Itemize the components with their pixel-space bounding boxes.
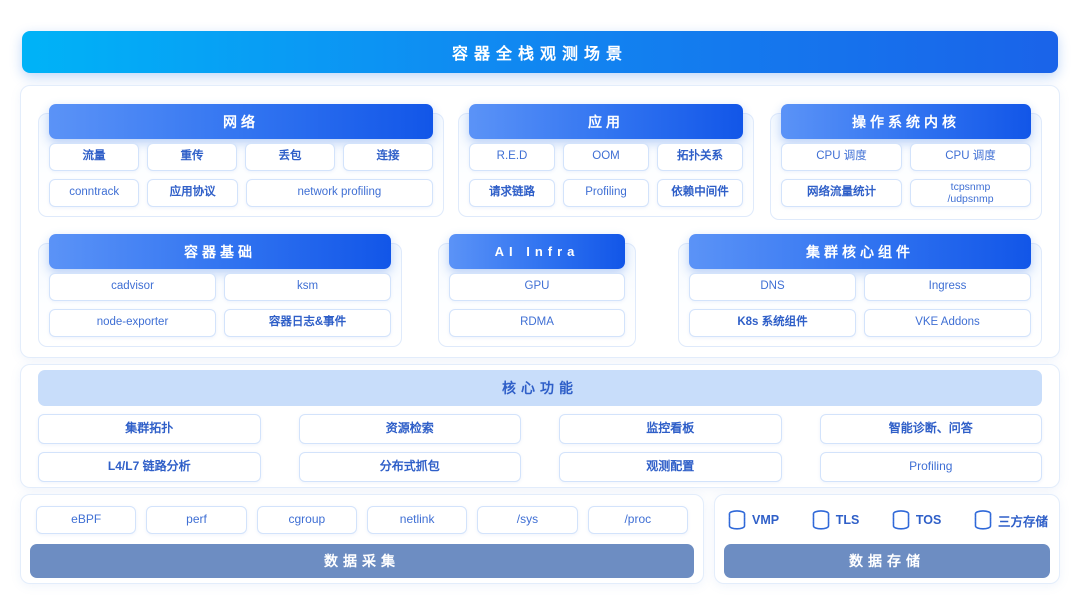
item-pill[interactable]: tcpsnmp /udpsnmp — [910, 179, 1031, 207]
item-pill[interactable]: 重传 — [147, 143, 237, 171]
item-pill[interactable]: 分布式抓包 — [298, 452, 521, 482]
storage-item-label: TLS — [835, 513, 860, 527]
item-pill[interactable]: VKE Addons — [864, 309, 1031, 337]
panel-body-os: CPU 调度 CPU 调度网络流量统计 tcpsnmp /udpsnmp — [781, 143, 1031, 207]
item-pill[interactable]: 观测配置 — [559, 452, 782, 482]
database-icon — [726, 509, 748, 531]
core-row: L4/L7 链路分析 分布式抓包 观测配置 Profiling — [38, 452, 1042, 482]
scene-title: 容器全栈观测场景 — [22, 31, 1058, 73]
collection-source-pill[interactable]: perf — [146, 506, 247, 534]
item-pill[interactable]: Profiling — [819, 452, 1042, 482]
collection-source-pill[interactable]: /proc — [587, 506, 688, 534]
data-collection-items: eBPF perf cgroup netlink/sys/proc — [36, 506, 688, 534]
item-pill[interactable]: DNS — [689, 273, 856, 301]
item-pill[interactable]: 网络流量统计 — [781, 179, 902, 207]
panel-row: node-exporter 容器日志&事件 — [49, 309, 391, 337]
core-row: 集群拓扑 资源检索 监控看板 智能诊断、问答 — [38, 414, 1042, 444]
item-pill[interactable]: 请求链路 — [469, 179, 555, 207]
data-storage-footer: 数据存储 — [724, 544, 1050, 578]
collection-source-pill[interactable]: /sys — [477, 506, 578, 534]
item-pill[interactable]: 连接 — [343, 143, 433, 171]
item-pill[interactable]: 资源检索 — [298, 414, 521, 444]
item-pill[interactable]: GPU — [449, 273, 625, 301]
storage-item[interactable]: 三方存储 — [972, 509, 1048, 531]
item-pill[interactable]: OOM — [563, 143, 649, 171]
panel-header-cluster: 集群核心组件 — [689, 234, 1031, 269]
panel-row: K8s 系统组件 VKE Addons — [689, 309, 1031, 337]
item-pill[interactable]: R.E.D — [469, 143, 555, 171]
item-pill[interactable]: 应用协议 — [147, 179, 238, 207]
panel-row: 请求链路 Profiling 依赖中间件 — [469, 179, 743, 207]
panel-header-app: 应用 — [469, 104, 743, 139]
item-pill[interactable]: 监控看板 — [559, 414, 782, 444]
data-collection-footer: 数据采集 — [30, 544, 694, 578]
item-pill[interactable]: conntrack — [49, 179, 140, 207]
item-pill[interactable]: cadvisor — [49, 273, 216, 301]
panel-header-os: 操作系统内核 — [781, 104, 1031, 139]
panel-row: R.E.D OOM 拓扑关系 — [469, 143, 743, 171]
item-pill[interactable]: 流量 — [49, 143, 139, 171]
panel-header-ai: AI Infra — [449, 234, 625, 269]
storage-item-label: VMP — [752, 513, 780, 527]
collection-source-pill[interactable]: eBPF — [36, 506, 137, 534]
collection-source-pill[interactable]: cgroup — [256, 506, 357, 534]
item-pill[interactable]: Ingress — [864, 273, 1031, 301]
item-pill[interactable]: CPU 调度 — [910, 143, 1031, 171]
panel-body-ai: GPU RDMA — [449, 273, 625, 337]
item-pill[interactable]: 容器日志&事件 — [224, 309, 391, 337]
collection-source-pill[interactable]: netlink — [366, 506, 468, 534]
panel-row: RDMA — [449, 309, 625, 337]
panel-os-kernel: 操作系统内核 CPU 调度 CPU 调度网络流量统计 tcpsnmp /udpsnmp — [770, 104, 1042, 220]
panel-row: DNS Ingress — [689, 273, 1031, 301]
item-pill[interactable]: 智能诊断、问答 — [819, 414, 1042, 444]
item-pill[interactable]: K8s 系统组件 — [689, 309, 856, 337]
item-pill[interactable]: 丢包 — [245, 143, 335, 171]
database-icon — [810, 509, 832, 531]
storage-item-label: TOS — [915, 513, 942, 527]
storage-item[interactable]: VMP — [726, 509, 779, 531]
item-pill[interactable]: RDMA — [449, 309, 625, 337]
item-pill[interactable]: network profiling — [245, 179, 433, 207]
item-pill[interactable]: ksm — [224, 273, 391, 301]
storage-item[interactable]: TOS — [890, 509, 941, 531]
panel-header-network: 网络 — [49, 104, 433, 139]
item-pill[interactable]: 依赖中间件 — [657, 179, 743, 207]
core-functions-grid: 集群拓扑 资源检索 监控看板 智能诊断、问答 L4/L7 链路分析 分布式抓包 观测配置 Pr… — [38, 414, 1042, 482]
panel-row: GPU — [449, 273, 625, 301]
data-storage-items: VMP TLS TOS 三方存储 — [726, 504, 1048, 536]
item-pill[interactable]: Profiling — [563, 179, 649, 207]
panel-header-container: 容器基础 — [49, 234, 391, 269]
storage-item[interactable]: TLS — [810, 509, 860, 531]
panel-row: 流量重传丢包连接 — [49, 143, 433, 171]
item-pill[interactable]: 拓扑关系 — [657, 143, 743, 171]
panel-row: 网络流量统计 tcpsnmp /udpsnmp — [781, 179, 1031, 207]
panel-row: cadvisor ksm — [49, 273, 391, 301]
core-functions-header: 核心功能 — [38, 370, 1042, 406]
panel-container-basics: 容器基础 cadvisor ksm node-exporter 容器日志&事件 — [38, 234, 402, 347]
item-pill[interactable]: node-exporter — [49, 309, 216, 337]
panel-body-app: R.E.D OOM 拓扑关系请求链路 Profiling 依赖中间件 — [469, 143, 743, 207]
panel-body-container: cadvisor ksm node-exporter 容器日志&事件 — [49, 273, 391, 337]
panel-application: 应用 R.E.D OOM 拓扑关系请求链路 Profiling 依赖中间件 — [458, 104, 754, 217]
panel-row: CPU 调度 CPU 调度 — [781, 143, 1031, 171]
database-icon — [890, 509, 912, 531]
database-icon — [972, 509, 994, 531]
item-pill[interactable]: L4/L7 链路分析 — [38, 452, 261, 482]
item-pill[interactable]: CPU 调度 — [781, 143, 902, 171]
item-pill[interactable]: 集群拓扑 — [38, 414, 261, 444]
storage-item-label: 三方存储 — [997, 514, 1048, 529]
